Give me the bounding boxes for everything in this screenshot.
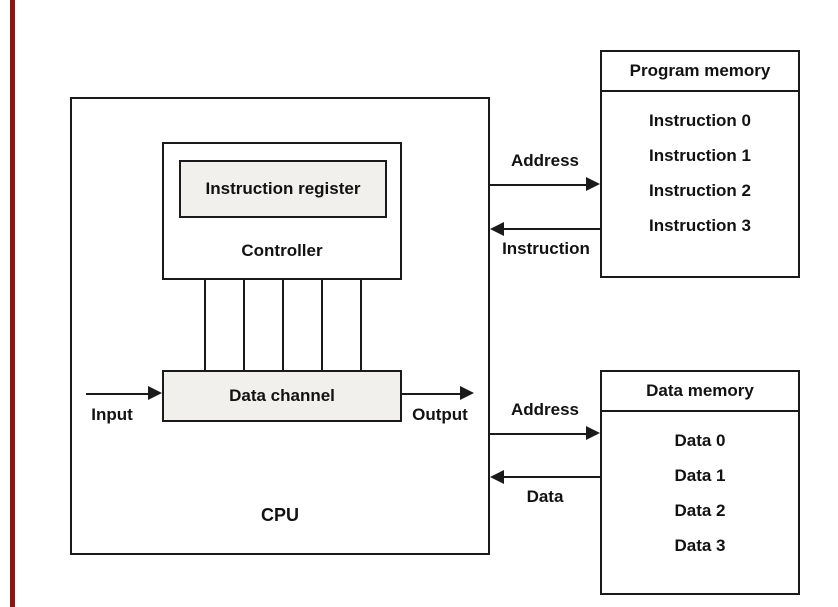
data-memory-box: Data memory Data 0 Data 1 Data 2 Data 3 — [600, 370, 800, 595]
arrow-right-icon — [586, 426, 600, 440]
data-memory-rows: Data 0 Data 1 Data 2 Data 3 — [602, 412, 798, 563]
control-bus-line — [243, 280, 245, 370]
instruction-register-box: Instruction register — [179, 160, 387, 218]
data-address-arrow-line — [490, 433, 586, 435]
program-memory-rows: Instruction 0 Instruction 1 Instruction … — [602, 92, 798, 243]
arrow-right-icon — [586, 177, 600, 191]
program-address-label: Address — [510, 151, 580, 170]
arrow-right-icon — [460, 386, 474, 400]
memory-row: Data 1 — [674, 465, 726, 485]
arrow-left-icon — [490, 470, 504, 484]
controller-label: Controller — [241, 241, 323, 260]
memory-row: Data 2 — [674, 500, 726, 520]
memory-row: Instruction 0 — [648, 110, 751, 130]
page-edge-bar — [10, 0, 15, 607]
arrow-left-icon — [490, 222, 504, 236]
data-address-label: Address — [510, 400, 580, 419]
control-bus-line — [321, 280, 323, 370]
control-bus-line — [282, 280, 284, 370]
instruction-arrow-line — [504, 228, 600, 230]
data-memory-title: Data memory — [602, 372, 798, 412]
control-bus-line — [204, 280, 206, 370]
memory-row: Data 3 — [674, 535, 726, 555]
control-bus-line — [360, 280, 362, 370]
program-memory-box: Program memory Instruction 0 Instruction… — [600, 50, 800, 278]
data-arrow-line — [504, 476, 600, 478]
memory-row: Instruction 3 — [648, 215, 751, 235]
instruction-label: Instruction — [502, 239, 590, 258]
data-label: Data — [526, 487, 564, 506]
program-memory-title: Program memory — [602, 52, 798, 92]
cpu-box: Instruction register Controller Data cha… — [70, 97, 490, 555]
program-address-arrow-line — [490, 184, 586, 186]
controller-box: Instruction register Controller — [162, 142, 402, 280]
cpu-label: CPU — [260, 505, 299, 525]
arrow-right-icon — [148, 386, 162, 400]
memory-row: Data 0 — [674, 430, 726, 450]
output-arrow-line — [402, 393, 460, 395]
data-channel-box: Data channel — [162, 370, 402, 422]
input-label: Input — [91, 405, 133, 424]
memory-row: Instruction 2 — [648, 180, 751, 200]
memory-row: Instruction 1 — [648, 145, 751, 165]
instruction-register-label: Instruction register — [205, 179, 361, 198]
input-arrow-line — [86, 393, 148, 395]
data-channel-label: Data channel — [229, 386, 335, 405]
output-label: Output — [412, 405, 468, 424]
